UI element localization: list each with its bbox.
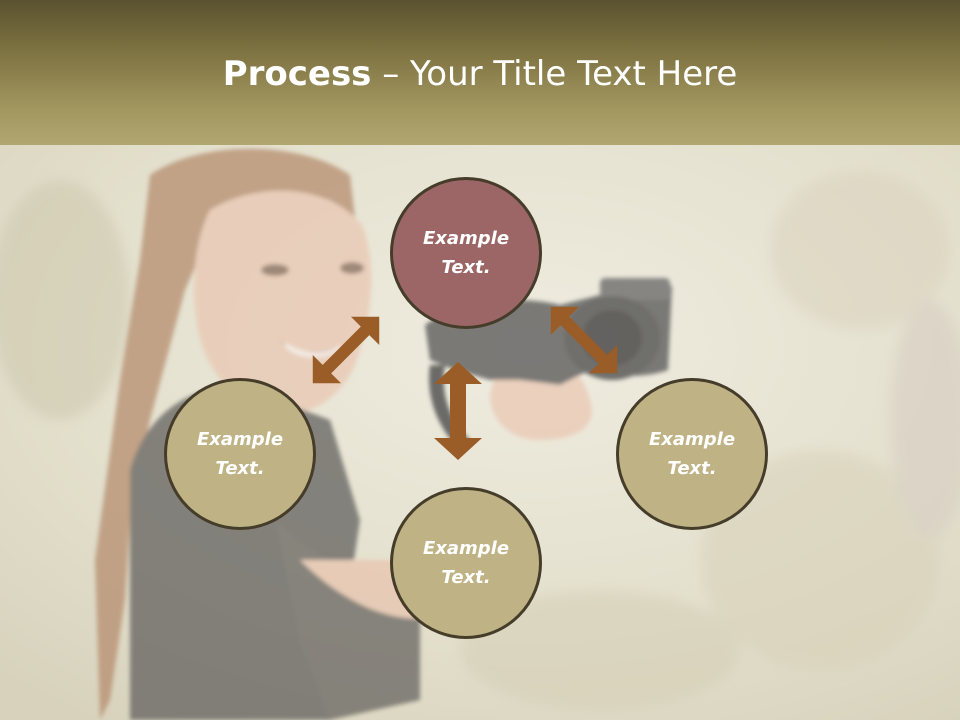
node-bottom: Example Text. bbox=[390, 487, 542, 639]
title-rest: – Your Title Text Here bbox=[371, 54, 738, 94]
slide-title: Process – Your Title Text Here bbox=[0, 50, 960, 98]
node-top-text: Example Text. bbox=[422, 228, 510, 278]
title-bold: Process bbox=[222, 54, 372, 94]
node-top: Example Text. bbox=[390, 177, 542, 329]
node-bottom-text: Example Text. bbox=[422, 538, 510, 588]
node-right-text: Example Text. bbox=[648, 429, 736, 479]
node-left-text: Example Text. bbox=[196, 429, 284, 479]
node-left: Example Text. bbox=[164, 378, 316, 530]
header-bar bbox=[0, 0, 960, 145]
node-right: Example Text. bbox=[616, 378, 768, 530]
